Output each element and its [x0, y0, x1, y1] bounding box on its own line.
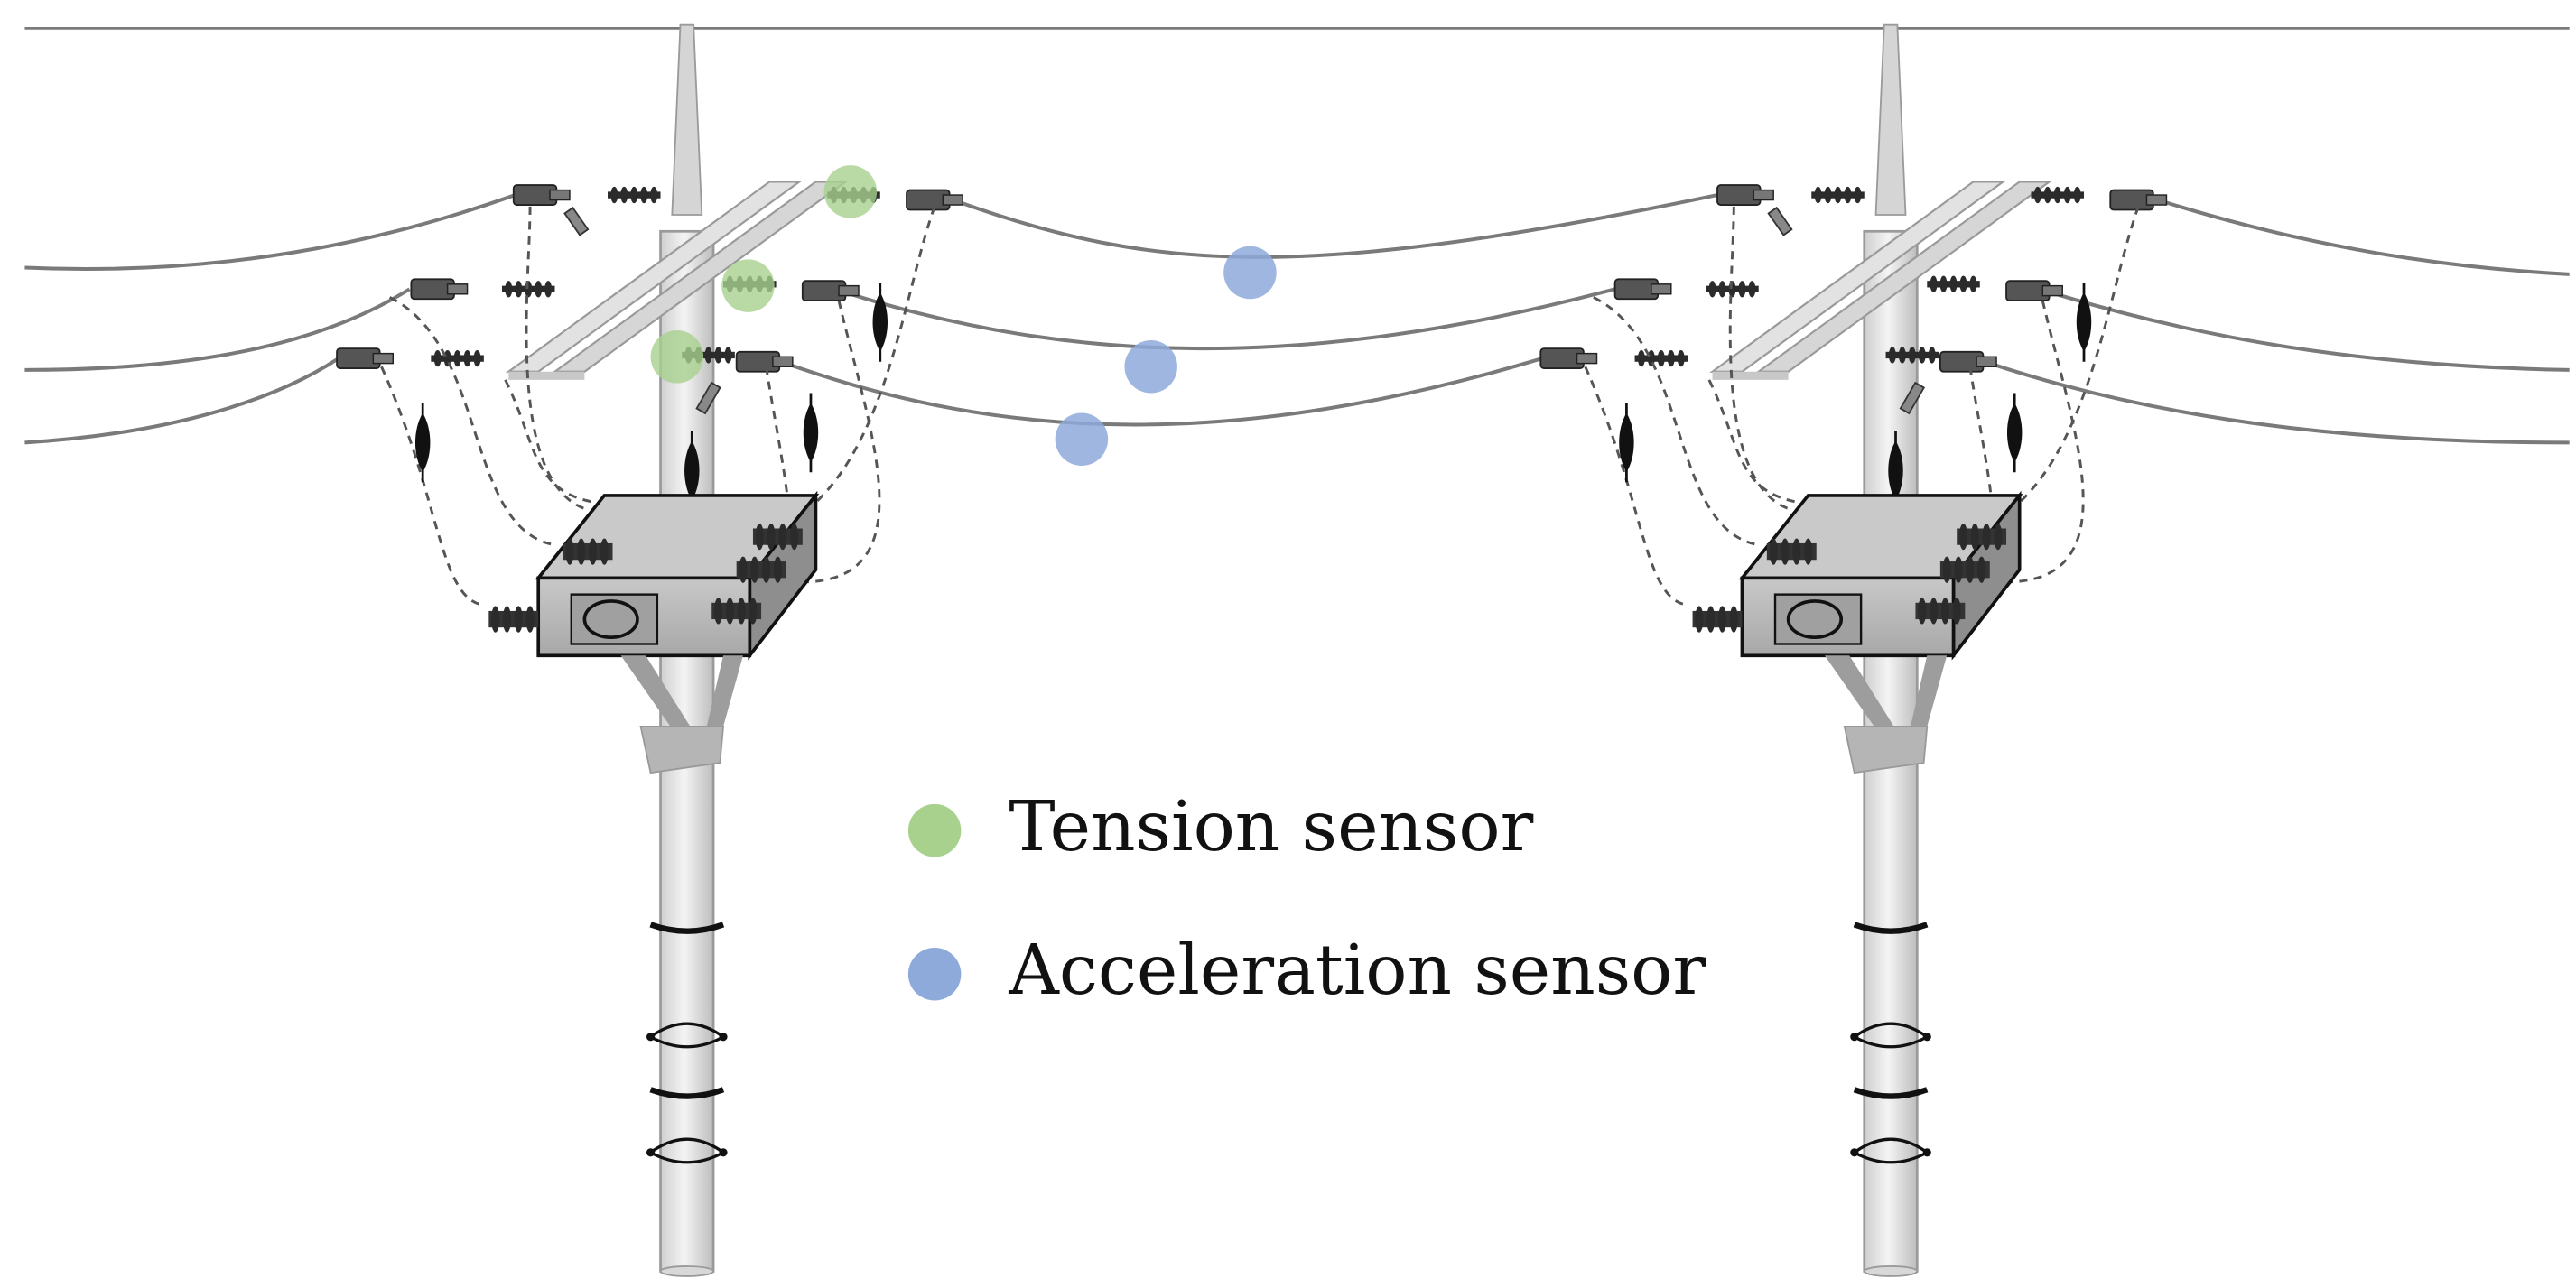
conductor-right-top: [2162, 199, 2570, 276]
conductor-left-low: [24, 357, 340, 445]
conductor-left-top: [24, 193, 516, 272]
acceleration-sensor-top: [1223, 246, 1277, 300]
acceleration-sensor-legend-icon: [907, 948, 962, 1001]
conductor-right-mid: [2055, 292, 2570, 372]
acceleration-sensor-low: [1055, 412, 1109, 466]
acceleration-sensors: [1055, 246, 1277, 466]
tension-sensors: [650, 165, 878, 384]
conductor-span-mid: [850, 287, 1616, 351]
tension-sensor-legend-icon: [907, 803, 962, 857]
conductor-left-mid: [24, 287, 411, 372]
tension-sensor-legend-label: Tension sensor: [1009, 787, 1533, 867]
tension-sensor-mid: [721, 259, 775, 312]
legend: Tension sensor Acceleration sensor: [907, 787, 1706, 1011]
conductor-span-top: [957, 193, 1718, 259]
tension-sensor-top: [823, 165, 878, 218]
conductor-span-low: [785, 357, 1543, 427]
acceleration-sensor-legend-label: Acceleration sensor: [1008, 931, 1706, 1011]
utility-pole-left: [337, 25, 963, 1276]
conductors: [24, 193, 2570, 445]
conductor-right-low: [1989, 361, 2570, 445]
acceleration-sensor-mid: [1124, 339, 1177, 394]
tension-sensor-low: [650, 330, 704, 384]
